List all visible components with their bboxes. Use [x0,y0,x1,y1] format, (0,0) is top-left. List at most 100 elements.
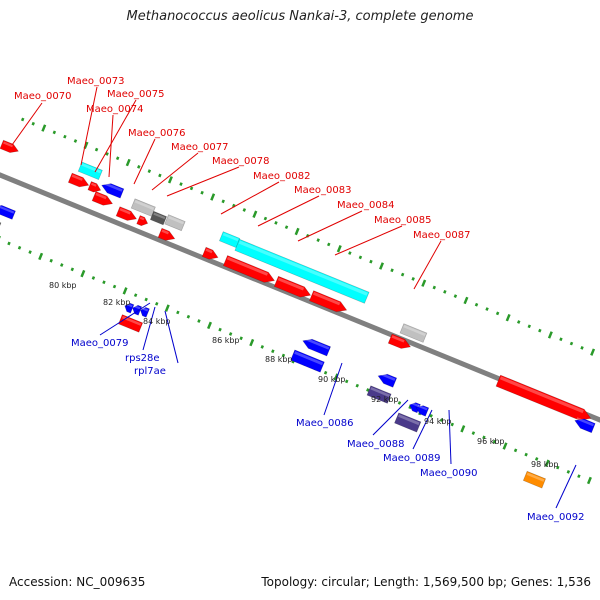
outer-minor-tick [263,216,268,221]
gene-feature-highlight [119,208,131,215]
leader-line [166,166,240,197]
inner-minor-tick [197,319,201,323]
inner-major-tick [164,304,170,312]
gene-feature [574,418,596,434]
scale-label: 94 kbp [424,417,452,426]
outer-minor-tick [390,268,394,273]
outer-major-tick [421,279,427,287]
scale-label: 84 kbp [143,317,171,326]
outer-minor-tick [137,164,141,169]
gene-label: Maeo_0092 [527,512,584,523]
inner-minor-tick [218,327,222,332]
gene-feature-highlight [226,256,268,276]
leader-line [323,362,343,416]
gene-label: Maeo_0082 [253,171,310,182]
outer-tick-track [20,117,596,356]
inner-minor-tick [228,332,233,336]
gene-label: Maeo_0088 [347,439,404,450]
gene-feature [0,139,19,153]
gene-feature-highlight [103,181,123,192]
gene-label: Maeo_0090 [420,468,477,479]
gene-label: Maeo_0083 [294,185,351,196]
inner-minor-tick [366,388,370,392]
leader-line [142,306,156,351]
gene-label: Maeo_0075 [107,89,164,100]
gene-feature [149,210,167,226]
outer-minor-tick [432,285,437,290]
leader-line [164,310,179,364]
gene-feature-highlight [403,325,426,336]
gene-feature [290,349,325,373]
leader-line [151,152,199,191]
inner-minor-tick [524,452,528,457]
outer-minor-tick [474,302,479,307]
label-leader-lines [11,86,577,509]
inner-minor-tick [271,349,275,354]
gene-feature [130,198,156,217]
gene-feature-highlight [134,200,155,210]
outer-minor-tick [516,320,521,324]
gene-feature-highlight [391,335,405,343]
inner-minor-tick [155,301,159,306]
outer-minor-tick [52,130,57,135]
gene-feature [124,302,135,314]
inner-tick-track [0,236,592,485]
outer-minor-tick [105,152,109,156]
inner-major-tick [38,252,44,261]
gene-feature-highlight [134,305,141,310]
outer-major-tick [167,176,173,184]
gene-feature-highlight [379,372,396,381]
gene-label: Maeo_0073 [67,76,124,87]
inner-major-tick [544,459,550,467]
gene-feature [495,374,592,421]
gene-label: Maeo_0084 [337,200,394,211]
leader-line [413,240,442,290]
inner-minor-tick [91,276,96,280]
outer-minor-tick [358,255,363,260]
leader-line [257,195,320,227]
outer-minor-tick [221,199,225,204]
gene-feature-highlight [153,212,166,220]
accession-text: Accession: NC_009635 [9,575,146,589]
outer-minor-tick [559,337,563,342]
inner-minor-tick [260,345,265,349]
inner-minor-tick [49,258,53,263]
inner-minor-tick [429,413,433,418]
scale-label: 98 kbp [531,460,559,469]
outer-minor-tick [94,147,99,152]
gene-label: Maeo_0077 [171,142,228,153]
leader-line [297,210,363,242]
leader-line [372,399,409,436]
outer-minor-tick [495,311,500,316]
inner-minor-tick [323,370,328,375]
outer-minor-tick [580,345,584,350]
gene-feature-highlight [126,303,133,308]
outer-minor-tick [485,307,489,311]
gene-feature [157,227,176,241]
gene-feature [234,238,370,304]
inner-minor-tick [450,422,454,427]
outer-minor-tick [400,272,405,277]
outer-major-tick [463,296,469,305]
gene-feature [77,161,103,180]
inner-minor-tick [492,439,497,444]
gene-feature [0,205,16,220]
inner-minor-tick [281,353,286,358]
outer-minor-tick [327,242,331,247]
gene-feature [101,183,125,199]
inner-minor-tick [60,263,64,267]
outer-major-tick [505,313,511,322]
gene-label: Maeo_0087 [413,230,470,241]
leader-line [448,409,452,465]
inner-minor-tick [70,267,75,272]
outer-major-tick [210,193,216,201]
outer-minor-tick [73,139,78,143]
inner-major-tick [333,373,339,381]
inner-minor-tick [534,457,539,461]
gene-feature [366,385,392,404]
outer-major-tick [590,348,596,356]
outer-minor-tick [31,121,35,126]
inner-minor-tick [556,465,560,470]
outer-minor-tick [411,277,415,281]
scale-label: 90 kbp [318,375,346,384]
